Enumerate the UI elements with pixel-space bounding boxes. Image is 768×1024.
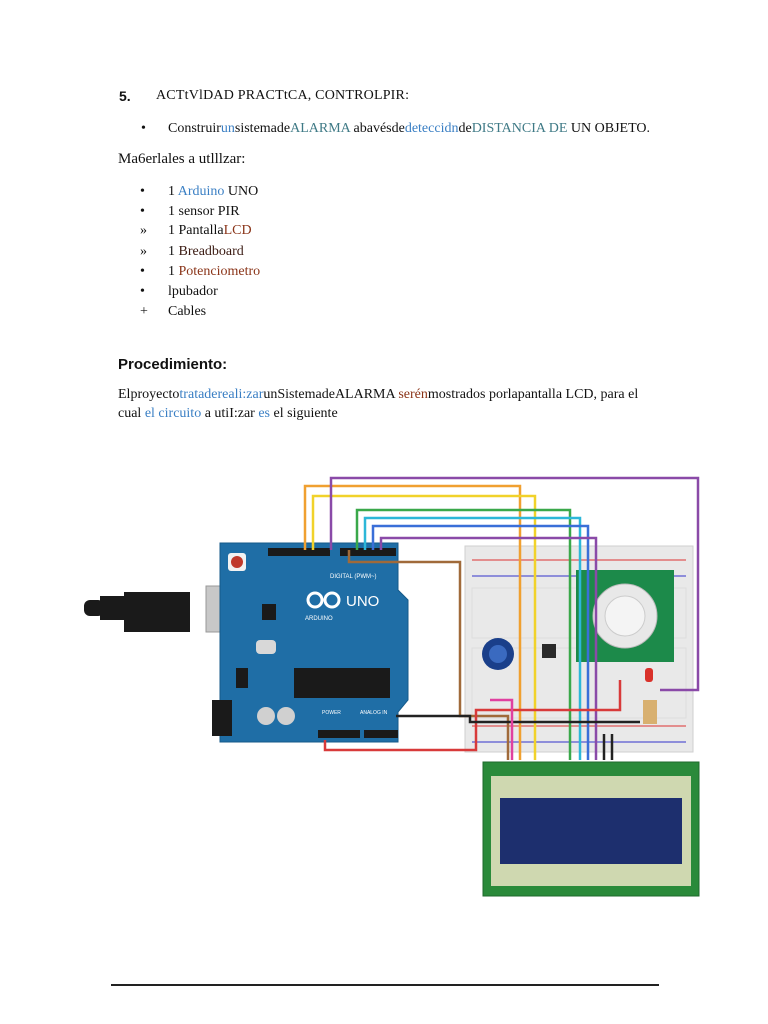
section-title: ACTtVlDAD PRACTtCA, CONTROLPIR: [156,88,410,103]
section-number: 5. [119,88,131,104]
objective-bullet: • [141,121,146,136]
push-button [542,644,556,658]
material-item-pir: •1 sensor PIR [140,204,240,219]
material-item-cables: +Cables [140,304,207,319]
material-item-potenciometro: •1 Potenciometro [140,264,261,279]
analog-label: ANALOG IN [360,710,388,716]
objective-text: ConstruirunsistemadeALARMA abavésdedetec… [168,121,650,136]
resistor [643,700,657,724]
arduino-board: DIGITAL (PWM~) UNO ARDUINO POWER ANALOG … [212,542,409,743]
material-item-pulsador: •lpubador [140,284,218,299]
procedure-line-2: cual el circuito a utiI:zar es el siguie… [118,406,338,421]
board-model-label: UNO [346,593,379,610]
material-item-lcd: »1 PantallaLCD [140,223,252,238]
material-item-arduino: •1 Arduino UNO [140,184,259,199]
led [645,668,653,682]
board-brand-label: ARDUINO [305,616,333,622]
circuit-diagram: DIGITAL (PWM~) UNO ARDUINO POWER ANALOG … [84,476,700,897]
procedure-line-1: Elproyectotratadereali:zarunSistemadeALA… [118,387,639,402]
pir-sensor [576,570,674,662]
digital-label: DIGITAL (PWM~) [330,574,377,580]
power-label: POWER [322,710,341,716]
potentiometer [482,638,514,670]
material-item-breadboard: »1 Breadboard [140,244,244,259]
lcd-display [482,761,700,897]
wires [303,476,700,760]
procedure-title: Procedimiento: [118,356,228,373]
procedure-paragraph: Elproyectotratadereali:zarunSistemadeALA… [118,385,688,423]
footer-rule [111,984,659,986]
materials-title: Ma6erlales a utlllzar: [118,151,246,167]
